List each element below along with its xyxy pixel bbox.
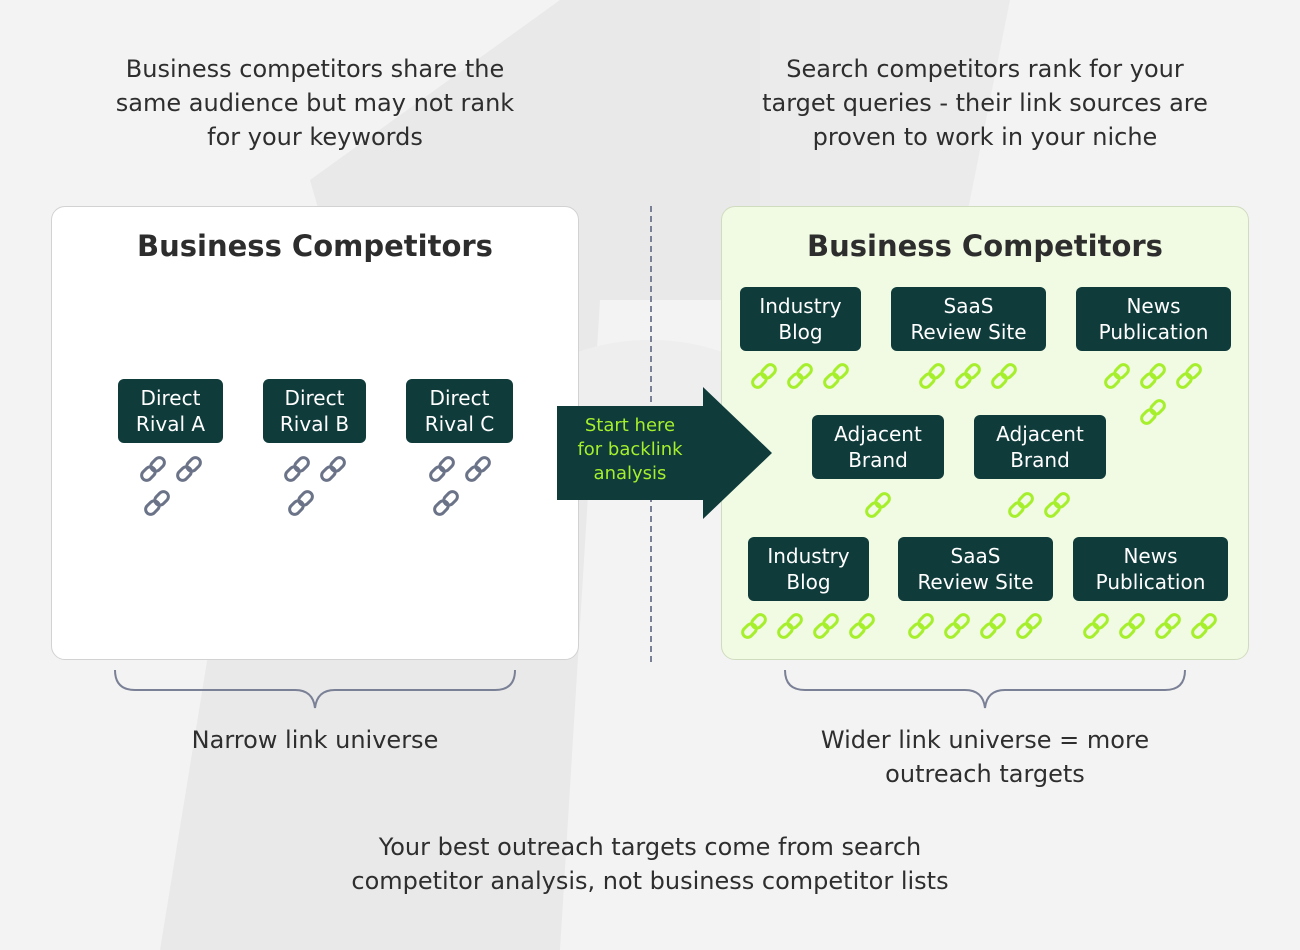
chain-link-icon	[919, 363, 945, 389]
chain-link-icon	[140, 456, 166, 482]
chain-link-icon	[991, 363, 1017, 389]
chain-link-icon	[433, 490, 459, 516]
chain-link-icon	[144, 490, 170, 516]
left-top-caption: Business competitors share the same audi…	[115, 55, 515, 151]
chain-link-icon	[1176, 363, 1202, 389]
chain-link-icon	[741, 613, 767, 639]
chain-link-icon	[823, 363, 849, 389]
chain-link-icon	[1119, 613, 1145, 639]
chain-link-icon	[1083, 613, 1109, 639]
chain-link-icon	[849, 613, 875, 639]
node-news-publication-bottom: News Publication	[1073, 537, 1228, 601]
node-news-publication-top: News Publication	[1076, 287, 1231, 351]
chain-link-icon	[1008, 492, 1034, 518]
chain-link-icon	[1140, 399, 1166, 425]
left-bottom-caption: Narrow link universe	[191, 726, 439, 754]
chain-link-icon	[320, 456, 346, 482]
node-saas-review-top: SaaS Review Site	[891, 287, 1046, 351]
node-direct-rival-c: Direct Rival C	[406, 379, 513, 443]
chain-link-icon	[1104, 363, 1130, 389]
chain-link-icon	[908, 613, 934, 639]
node-saas-review-bottom: SaaS Review Site	[898, 537, 1053, 601]
node-industry-blog-bottom: Industry Blog	[748, 537, 869, 601]
node-industry-blog-top: Industry Blog	[740, 287, 861, 351]
left-brace	[114, 669, 516, 709]
chain-link-icon	[288, 490, 314, 516]
chain-link-icon	[787, 363, 813, 389]
chain-link-icon	[813, 613, 839, 639]
chain-link-icon	[777, 613, 803, 639]
chain-link-icon	[955, 363, 981, 389]
right-panel-title: Business Competitors	[807, 229, 1163, 263]
node-adjacent-brand-1: Adjacent Brand	[812, 415, 944, 479]
chain-link-icon	[751, 363, 777, 389]
right-bottom-caption: Wider link universe = more outreach targ…	[820, 726, 1150, 788]
chain-link-icon	[1016, 613, 1042, 639]
arrow-label: Start here for backlink analysis	[577, 415, 683, 484]
left-panel-title: Business Competitors	[137, 229, 493, 263]
node-direct-rival-b: Direct Rival B	[263, 379, 366, 443]
start-arrow	[557, 387, 772, 519]
node-direct-rival-a: Direct Rival A	[118, 379, 223, 443]
chain-link-icon	[284, 456, 310, 482]
chain-link-icon	[1191, 613, 1217, 639]
chain-link-icon	[176, 456, 202, 482]
node-adjacent-brand-2: Adjacent Brand	[974, 415, 1106, 479]
chain-link-icon	[1155, 613, 1181, 639]
right-top-caption: Search competitors rank for your target …	[762, 55, 1208, 151]
chain-link-icon	[1044, 492, 1070, 518]
chain-link-icon	[429, 456, 455, 482]
chain-link-icon	[980, 613, 1006, 639]
chain-link-icon	[944, 613, 970, 639]
right-brace	[784, 669, 1186, 709]
chain-link-icon	[465, 456, 491, 482]
footer-caption: Your best outreach targets come from sea…	[351, 833, 949, 895]
chain-link-icon	[865, 492, 891, 518]
chain-link-icon	[1140, 363, 1166, 389]
